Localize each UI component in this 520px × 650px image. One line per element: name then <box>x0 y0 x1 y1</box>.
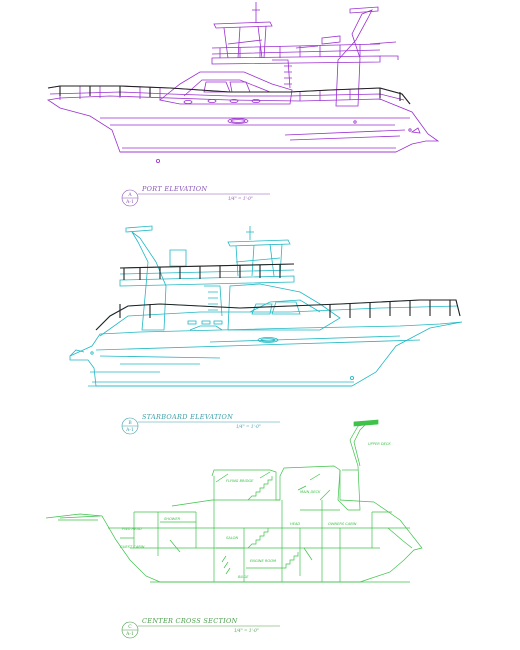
stbd-cabin <box>227 283 341 331</box>
view-title: CENTER CROSS SECTION <box>142 617 238 625</box>
label-engine-room: ENGINE ROOM <box>250 559 276 563</box>
label-main-deck: MAIN DECK <box>300 490 321 494</box>
bubble-bottom-text: A-1 <box>125 199 134 205</box>
stbd-hardtop <box>227 239 291 247</box>
center-cross-section-title-block: C A-1 CENTER CROSS SECTION 1/4" = 1'-0" <box>121 617 280 639</box>
view-scale: 1/4" = 1'-0" <box>228 196 253 201</box>
stbd-hull-vent <box>257 337 279 343</box>
label-flying-bridge: FLYING BRIDGE <box>226 479 254 483</box>
sect-superstructure <box>211 465 341 501</box>
label-owners-cabin: OWNERS CABIN <box>328 522 357 526</box>
sect-stairs-lower <box>247 528 269 549</box>
bubble-bottom-text: A-1 <box>125 631 134 637</box>
center-cross-section-drawing <box>45 419 423 583</box>
label-fwd-head: FWD HEAD <box>122 527 142 531</box>
label-shower: SHOWER <box>164 517 181 521</box>
label-guest-cabin: GUEST CABIN <box>120 545 145 549</box>
label-upper-deck: UPPER DECK <box>368 442 391 446</box>
bubble-top-text: A <box>127 192 132 198</box>
starboard-elevation-dark-rail <box>95 263 461 331</box>
bubble-bottom-text: A-1 <box>125 427 134 433</box>
port-tower-arch <box>335 9 373 107</box>
label-bilge: BILGE <box>238 575 249 579</box>
port-elevation-dark-rail <box>47 85 411 105</box>
sect-tower-top <box>353 419 379 427</box>
sect-hull-outline <box>45 501 423 583</box>
port-hull-outline <box>46 95 440 153</box>
view-title: STARBOARD ELEVATION <box>142 413 233 421</box>
port-hardtop <box>213 21 273 29</box>
port-elevation-title-block: A A-1 PORT ELEVATION 1/4" = 1'-0" <box>121 185 270 207</box>
view-scale: 1/4" = 1'-0" <box>236 424 261 429</box>
bubble-top-text: B <box>128 420 132 426</box>
sect-stairs-aft <box>282 552 299 569</box>
sect-tower-arch <box>337 423 368 511</box>
bubble-top-text: C <box>128 624 132 630</box>
view-title: PORT ELEVATION <box>141 185 207 193</box>
stbd-flybridge-deck <box>119 275 295 287</box>
port-elevation-drawing <box>46 2 440 163</box>
label-head: HEAD <box>290 522 300 526</box>
port-cabin <box>159 71 293 105</box>
sect-labels: UPPER DECK FLYING BRIDGE MAIN DECK SALON… <box>120 442 391 579</box>
port-hull-vent <box>227 118 249 124</box>
port-flybridge-deck <box>211 55 381 65</box>
label-salon: SALON <box>226 536 238 540</box>
stbd-tower-arch <box>131 231 167 331</box>
starboard-elevation-title-block: B A-1 STARBOARD ELEVATION 1/4" = 1'-0" <box>121 413 280 435</box>
sect-stairs-upper <box>247 476 273 501</box>
stbd-hull-outline <box>69 321 463 387</box>
view-scale: 1/4" = 1'-0" <box>234 628 259 633</box>
